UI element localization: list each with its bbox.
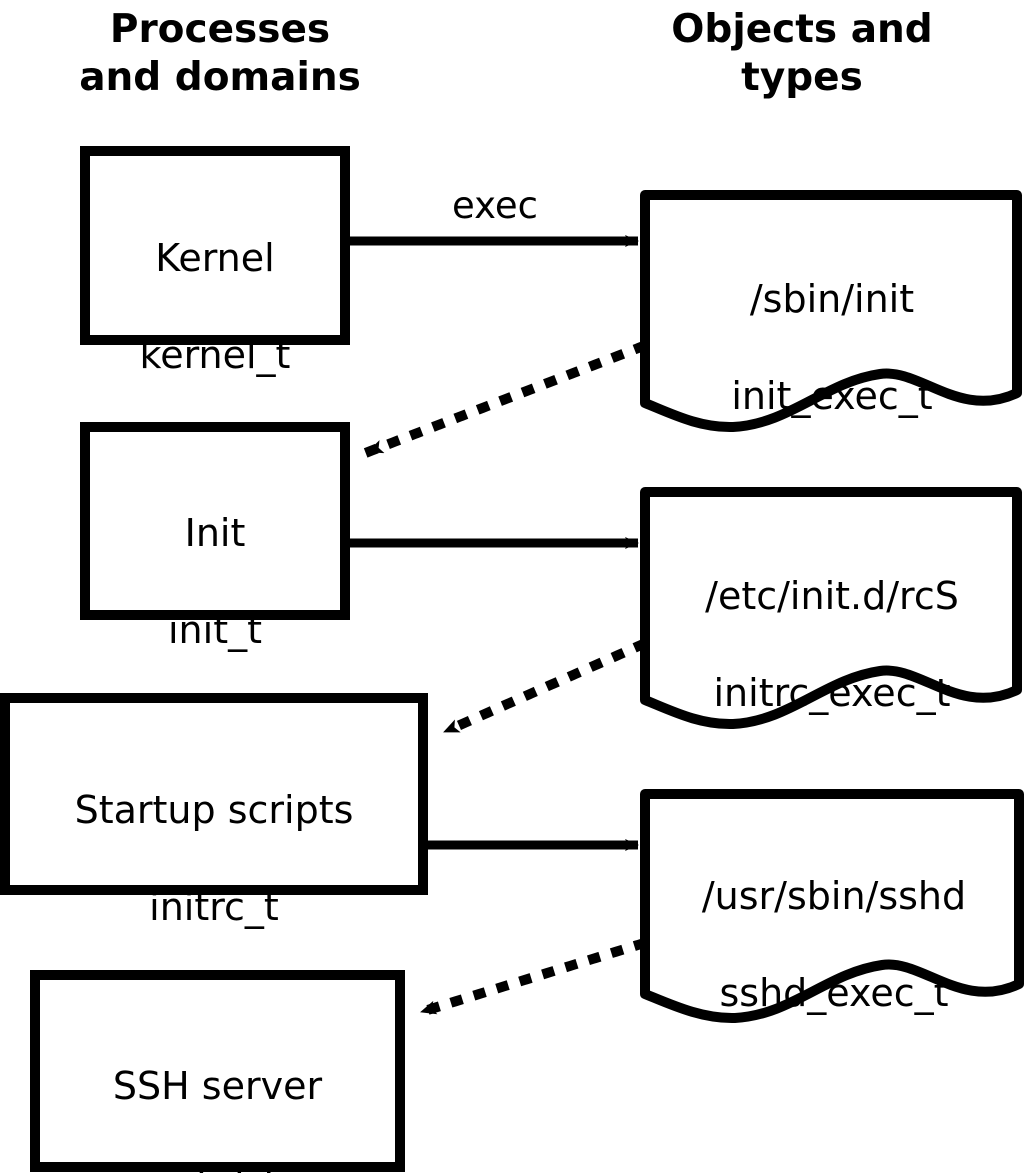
process-box-kernel[interactable] <box>80 146 350 345</box>
process-box-ssh-server[interactable] <box>30 970 405 1172</box>
column-header-processes: Processes and domains <box>79 7 361 100</box>
edge-initrc-exec-to-initrc <box>437 638 648 739</box>
object-doc-sshd-exec[interactable] <box>640 789 1024 1024</box>
column-header-objects: Objects and types <box>671 7 933 100</box>
edge-label-exec: exec <box>452 184 538 227</box>
edge-init-exec-to-init <box>361 340 648 459</box>
edge-sshd-exec-to-sshd <box>414 937 648 1019</box>
process-box-startup-scripts[interactable] <box>0 693 428 895</box>
process-box-init[interactable] <box>80 422 350 620</box>
object-doc-initrc-exec[interactable] <box>640 487 1022 730</box>
object-doc-init-exec[interactable] <box>640 190 1022 433</box>
